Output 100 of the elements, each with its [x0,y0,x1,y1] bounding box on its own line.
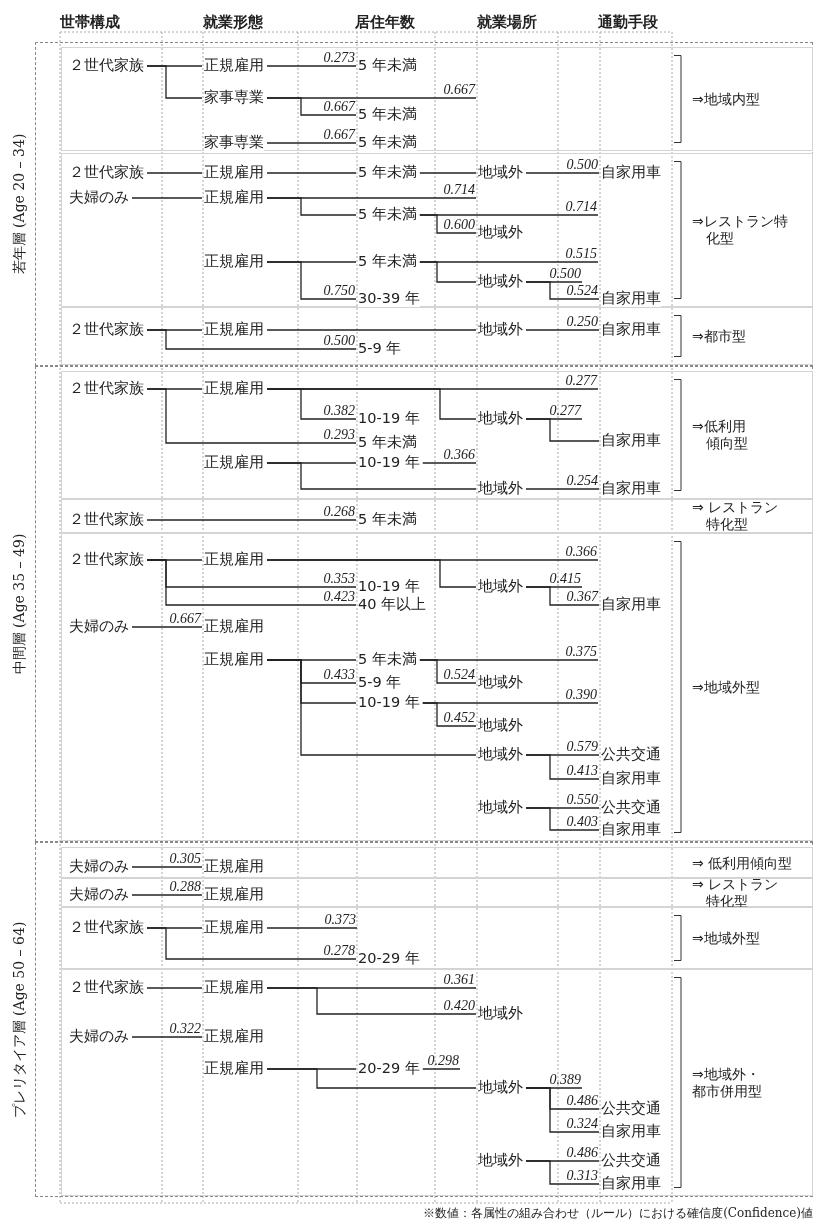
connector-line [419,659,477,684]
commute-mode-label: 自家用車 [601,1121,661,1141]
connector-line [266,261,357,300]
workplace-label: 地域外 [478,1150,523,1170]
residence-years-label: 10-19 年 [358,692,420,712]
employment-label: 正規雇用 [204,1026,264,1046]
rule-type-label: ⇒地域外型 [692,929,761,947]
employment-label: 正規雇用 [204,162,264,182]
confidence-value: 0.524 [566,284,599,298]
connector-line [266,927,358,929]
connector-line [266,462,477,490]
confidence-value: 0.293 [323,428,356,442]
confidence-value: 0.667 [323,100,356,114]
confidence-value: 0.375 [565,645,598,659]
connector-line [525,172,600,174]
confidence-value: 0.277 [549,404,582,418]
household-type-label: 夫婦のみ [69,1026,129,1046]
commute-mode-label: 公共交通 [601,744,661,764]
connector-line [525,418,600,442]
connector-line [266,65,357,67]
connector-line [146,329,357,350]
confidence-value: 0.305 [169,852,202,866]
confidence-value: 0.322 [169,1022,202,1036]
confidence-value: 0.667 [169,612,202,626]
confidence-value: 0.389 [549,1073,582,1087]
confidence-value: 0.367 [566,590,599,604]
residence-years-label: 5-9 年 [358,672,402,692]
employment-label: 正規雇用 [204,378,264,398]
employment-label: 正規雇用 [204,452,264,472]
commute-mode-label: 公共交通 [601,1150,661,1170]
residence-years-label: 5 年未満 [358,162,417,182]
confidence-value: 0.550 [566,793,599,807]
residence-years-label: 5 年未満 [358,251,417,271]
employment-label: 正規雇用 [204,549,264,569]
commute-mode-label: 自家用車 [601,594,661,614]
connector-line [525,1160,600,1185]
residence-years-label: 20-29 年 [358,1058,420,1078]
workplace-label: 地域外 [478,319,523,339]
employment-label: 正規雇用 [204,917,264,937]
age-band-label: プレリタイア層 (Age 50 – 64) [10,921,28,1118]
connector-line [146,519,357,521]
connector-line [419,214,477,234]
commute-mode-label: 自家用車 [601,819,661,839]
confidence-value: 0.420 [443,999,476,1013]
connector-line [266,329,477,331]
employment-label: 正規雇用 [204,187,264,207]
column-header: 居住年数 [355,12,415,32]
connector-line [525,281,600,300]
connector-line [266,388,477,420]
rule-type-label: ⇒ 低利用傾向型 [692,854,794,871]
rule-type-label: ⇒地域外型 [692,678,761,696]
residence-years-label: 10-19 年 [358,452,420,472]
residence-years-label: 5 年未満 [358,204,417,224]
connector-line [266,659,477,756]
column-header: 就業形態 [203,12,263,32]
confidence-value: 0.423 [323,590,356,604]
workplace-label: 地域外 [478,408,523,428]
age-band-label: 若年層 (Age 20 – 34) [10,133,28,275]
confidence-value: 0.277 [565,374,598,388]
connector-line [525,329,600,331]
confidence-value: 0.714 [565,200,598,214]
connector-line [266,142,357,144]
commute-mode-label: 公共交通 [601,1098,661,1118]
connector-line [525,1087,600,1133]
confidence-value: 0.433 [323,668,356,682]
connector-line [266,97,357,116]
workplace-label: 地域外 [478,1003,523,1023]
confidence-value: 0.273 [323,51,356,65]
employment-label: 正規雇用 [204,856,264,876]
connector-line [146,987,203,989]
connector-line [422,462,477,464]
connector-line [146,172,203,174]
household-type-label: ２世代家族 [69,319,144,339]
connector-line [525,586,600,606]
rule-type-label: ⇒地域内型 [692,90,761,108]
column-header: 通勤手段 [598,12,658,32]
connector-line [146,388,357,444]
connector-line [266,197,357,216]
rule-group-frame [61,878,813,907]
confidence-value: 0.415 [549,572,582,586]
employment-label: 正規雇用 [204,319,264,339]
confidence-value: 0.667 [323,128,356,142]
household-type-label: ２世代家族 [69,917,144,937]
rule-group-frame [61,307,813,365]
household-type-label: 夫婦のみ [69,187,129,207]
confidence-value: 0.500 [566,158,599,172]
workplace-label: 地域外 [478,576,523,596]
rule-type-label: ⇒地域外・都市併用型 [692,1065,763,1100]
connector-line [266,987,477,1015]
connector-line [419,261,477,283]
connector-line [131,894,203,896]
rule-type-label: ⇒ レストラン特化型 [692,499,780,533]
confidence-value: 0.452 [443,711,476,725]
confidence-value: 0.500 [549,267,582,281]
connector-line [131,1036,203,1038]
confidence-value: 0.515 [565,247,598,261]
household-type-label: ２世代家族 [69,378,144,398]
rule-type-label: ⇒レストラン特化型 [692,213,789,247]
confidence-value: 0.382 [323,404,356,418]
rule-group-frame [61,153,813,307]
